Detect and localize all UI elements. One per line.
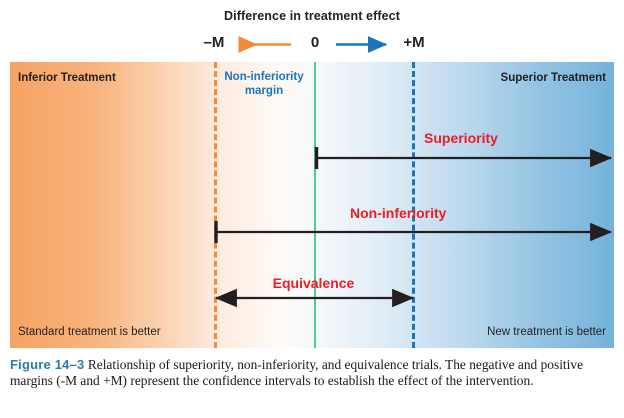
axis-label-zero: 0 xyxy=(310,34,320,51)
non-inferiority-arrow xyxy=(214,221,613,243)
figure-title: Difference in treatment effect xyxy=(224,9,400,23)
reference-line-negative-m xyxy=(214,62,217,348)
superiority-label: Superiority xyxy=(424,130,498,146)
equivalence-label: Equivalence xyxy=(272,275,355,291)
figure-caption: Figure 14–3 Relationship of superiority,… xyxy=(10,357,618,390)
reference-line-zero xyxy=(314,62,316,348)
band-label-inferior-treatment: Inferior Treatment xyxy=(18,72,116,84)
footer-label-standard-better: Standard treatment is better xyxy=(18,326,161,338)
footer-label-new-better: New treatment is better xyxy=(487,326,606,338)
axis-row: –M 0 +M xyxy=(0,32,624,58)
axis-label-negative-m: –M xyxy=(203,34,225,51)
non-inferiority-margin-label: Non-inferiority margin xyxy=(218,70,310,98)
axis-arrows-svg xyxy=(238,36,388,53)
non-inferiority-margin-line2: margin xyxy=(244,85,284,97)
axis-label-positive-m: +M xyxy=(403,34,425,51)
band-label-superior-treatment: Superior Treatment xyxy=(500,72,606,84)
figure-caption-number: Figure 14–3 xyxy=(10,357,85,372)
gradient-band xyxy=(10,62,614,348)
superiority-arrow xyxy=(314,147,613,169)
figure-caption-text: Relationship of superiority, non-inferio… xyxy=(10,357,584,389)
trial-arrows-svg xyxy=(214,147,613,308)
non-inferiority-label: Non-inferiority xyxy=(350,205,447,221)
reference-line-positive-m xyxy=(412,62,415,348)
non-inferiority-margin-line1: Non-inferiority xyxy=(224,71,304,83)
